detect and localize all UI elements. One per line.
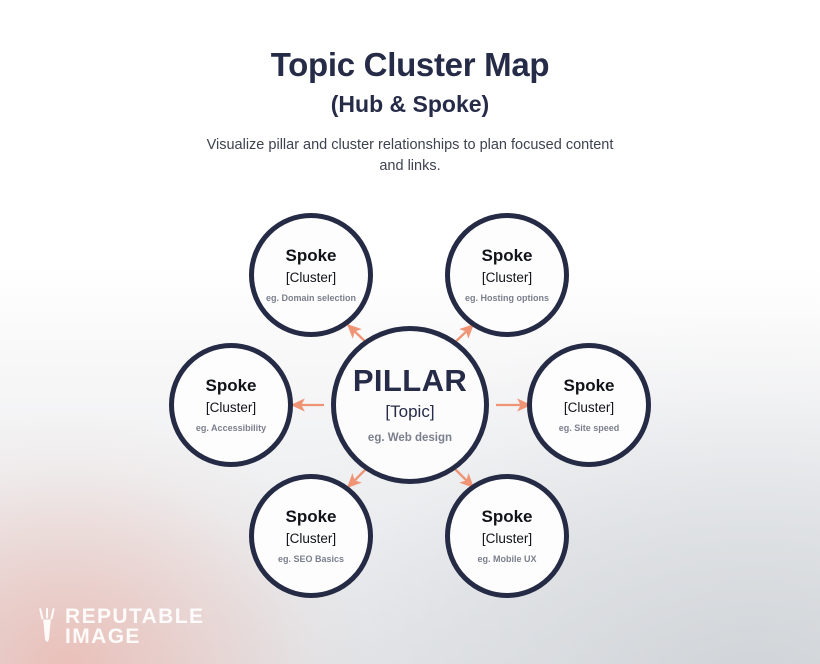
spoke-node-bottom-left[interactable]: Spoke [Cluster] eg. SEO Basics bbox=[249, 474, 373, 598]
spoke-node-top-right[interactable]: Spoke [Cluster] eg. Hosting options bbox=[445, 213, 569, 337]
spoke-subtitle: [Cluster] bbox=[285, 270, 337, 286]
spoke-subtitle: [Cluster] bbox=[481, 531, 533, 547]
pillar-title: PILLAR bbox=[352, 363, 468, 399]
pillar-example: eg. Web design bbox=[367, 432, 453, 445]
page-title: Topic Cluster Map bbox=[270, 46, 550, 83]
page-subtitle: (Hub & Spoke) bbox=[330, 91, 490, 118]
spoke-node-top-left[interactable]: Spoke [Cluster] eg. Domain selection bbox=[249, 213, 373, 337]
spoke-example: eg. Hosting options bbox=[465, 292, 549, 303]
pillar-node[interactable]: PILLAR [Topic] eg. Web design bbox=[331, 326, 489, 484]
spoke-example: eg. Site speed bbox=[558, 422, 620, 433]
spoke-example: eg. SEO Basics bbox=[277, 553, 345, 564]
spoke-example: eg. Accessibility bbox=[195, 422, 267, 433]
spoke-title: Spoke bbox=[563, 376, 615, 396]
spoke-subtitle: [Cluster] bbox=[563, 400, 615, 416]
spoke-title: Spoke bbox=[285, 507, 337, 527]
spoke-title: Spoke bbox=[481, 246, 533, 266]
spoke-subtitle: [Cluster] bbox=[285, 531, 337, 547]
spoke-subtitle: [Cluster] bbox=[481, 270, 533, 286]
spoke-example: eg. Mobile UX bbox=[477, 553, 537, 564]
spoke-title: Spoke bbox=[205, 376, 257, 396]
spoke-example: eg. Domain selection bbox=[265, 292, 357, 303]
watermark: REPUTABLE IMAGE bbox=[36, 605, 205, 648]
spoke-node-right[interactable]: Spoke [Cluster] eg. Site speed bbox=[527, 343, 651, 467]
spoke-subtitle: [Cluster] bbox=[205, 400, 257, 416]
watermark-line-1: REPUTABLE bbox=[65, 605, 205, 629]
spoke-title: Spoke bbox=[481, 507, 533, 527]
torch-icon bbox=[39, 607, 55, 642]
spoke-title: Spoke bbox=[285, 246, 337, 266]
watermark-text: REPUTABLE IMAGE bbox=[65, 605, 205, 648]
pillar-subtitle: [Topic] bbox=[385, 402, 435, 422]
spoke-node-bottom-right[interactable]: Spoke [Cluster] eg. Mobile UX bbox=[445, 474, 569, 598]
header: Topic Cluster Map (Hub & Spoke) Visualiz… bbox=[0, 0, 820, 177]
watermark-line-2: IMAGE bbox=[65, 624, 141, 648]
page-description: Visualize pillar and cluster relationshi… bbox=[206, 136, 614, 174]
spoke-node-left[interactable]: Spoke [Cluster] eg. Accessibility bbox=[169, 343, 293, 467]
